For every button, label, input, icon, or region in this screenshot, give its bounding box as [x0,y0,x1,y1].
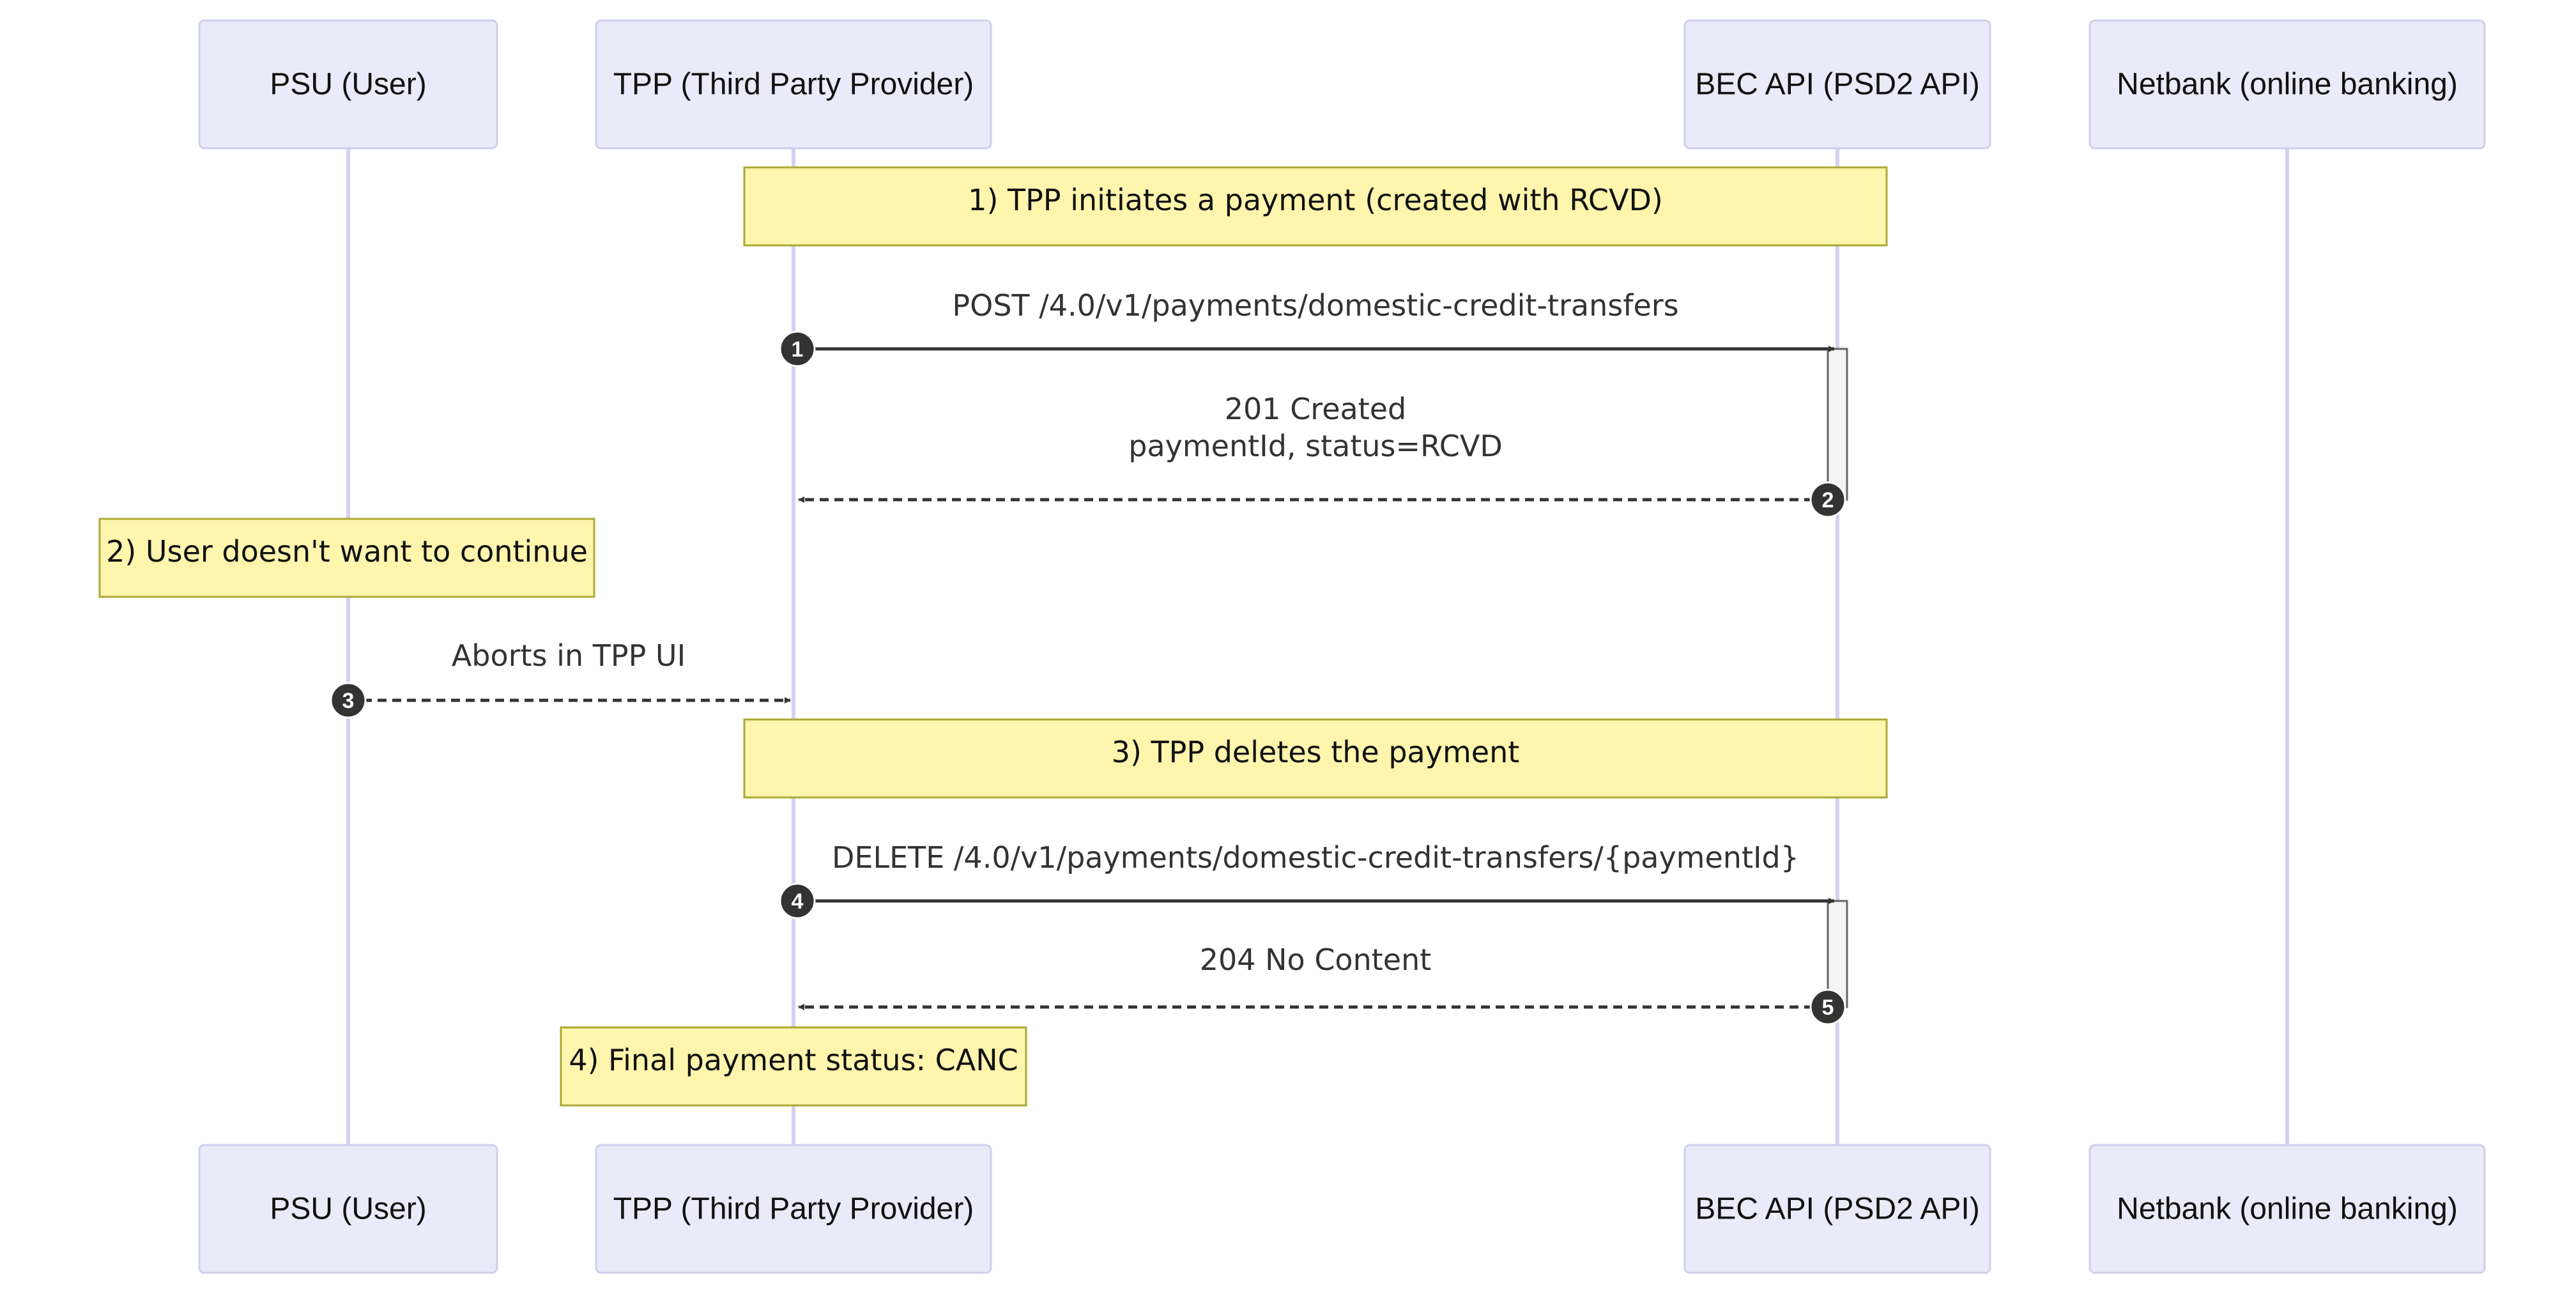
message-label: Aborts in TPP UI [452,638,686,673]
message-label: 204 No Content [1200,942,1432,977]
actor-label: PSU (User) [270,68,426,102]
note-user-abort: 2) User doesn't want to continue [98,518,595,598]
actor-label: Netbank (online banking) [2117,68,2458,102]
actor-label: BEC API (PSD2 API) [1695,68,1980,102]
messages: POST /4.0/v1/payments/domestic-credit-tr… [330,288,1846,1026]
note-label: 2) User doesn't want to continue [106,534,588,569]
activation-bar-2 [1827,900,1848,1008]
message-created-response: 201 Created paymentId, status=RCVD 2 [798,392,1846,518]
step-marker [779,330,816,367]
note-label: 1) TPP initiates a payment (created with… [968,183,1663,217]
note-label: 4) Final payment status: CANC [569,1043,1018,1077]
actor-psu-top: PSU (User) [198,19,498,150]
actor-bec-top: BEC API (PSD2 API) [1683,19,1991,150]
step-number: 2 [1822,488,1834,512]
actors-top: PSU (User) TPP (Third Party Provider) BE… [198,19,2486,150]
message-label: 201 Created [1225,392,1406,426]
step-number: 1 [792,337,804,362]
activation-bar-1 [1827,348,1848,501]
message-label: POST /4.0/v1/payments/domestic-credit-tr… [952,288,1678,323]
actor-psu-bottom: PSU (User) [198,1144,498,1274]
message-label: paymentId, status=RCVD [1128,429,1503,463]
lifelines [346,148,2289,1150]
actor-label: TPP (Third Party Provider) [613,1192,974,1226]
step-number: 5 [1822,996,1834,1020]
actor-label: PSU (User) [270,1192,426,1226]
step-marker [1809,481,1846,518]
step-marker [779,882,816,919]
message-label: DELETE /4.0/v1/payments/domestic-credit-… [832,840,1799,875]
note-initiate-payment: 1) TPP initiates a payment (created with… [743,166,1888,247]
actor-netbank-bottom: Netbank (online banking) [2089,1144,2486,1274]
message-create-payment: POST /4.0/v1/payments/domestic-credit-tr… [779,288,1835,367]
message-delete-payment: DELETE /4.0/v1/payments/domestic-credit-… [779,840,1835,919]
message-abort: Aborts in TPP UI 3 [330,638,791,719]
note-delete-payment: 3) TPP deletes the payment [743,718,1888,799]
actor-tpp-top: TPP (Third Party Provider) [595,19,992,150]
actor-label: Netbank (online banking) [2117,1192,2458,1226]
actor-netbank-top: Netbank (online banking) [2089,19,2486,150]
actor-label: BEC API (PSD2 API) [1695,1192,1980,1226]
actor-bec-bottom: BEC API (PSD2 API) [1683,1144,1991,1274]
step-marker [1809,988,1846,1026]
activations [1827,348,1848,1008]
notes: 1) TPP initiates a payment (created with… [98,166,1888,1107]
actors-bottom: PSU (User) TPP (Third Party Provider) BE… [198,1144,2486,1274]
step-number: 4 [792,889,804,914]
step-marker [330,682,367,719]
step-number: 3 [342,689,355,713]
note-label: 3) TPP deletes the payment [1112,735,1520,769]
actor-label: TPP (Third Party Provider) [613,68,974,102]
note-final-status: 4) Final payment status: CANC [560,1026,1027,1107]
actor-tpp-bottom: TPP (Third Party Provider) [595,1144,992,1274]
message-no-content-response: 204 No Content 5 [798,942,1846,1026]
